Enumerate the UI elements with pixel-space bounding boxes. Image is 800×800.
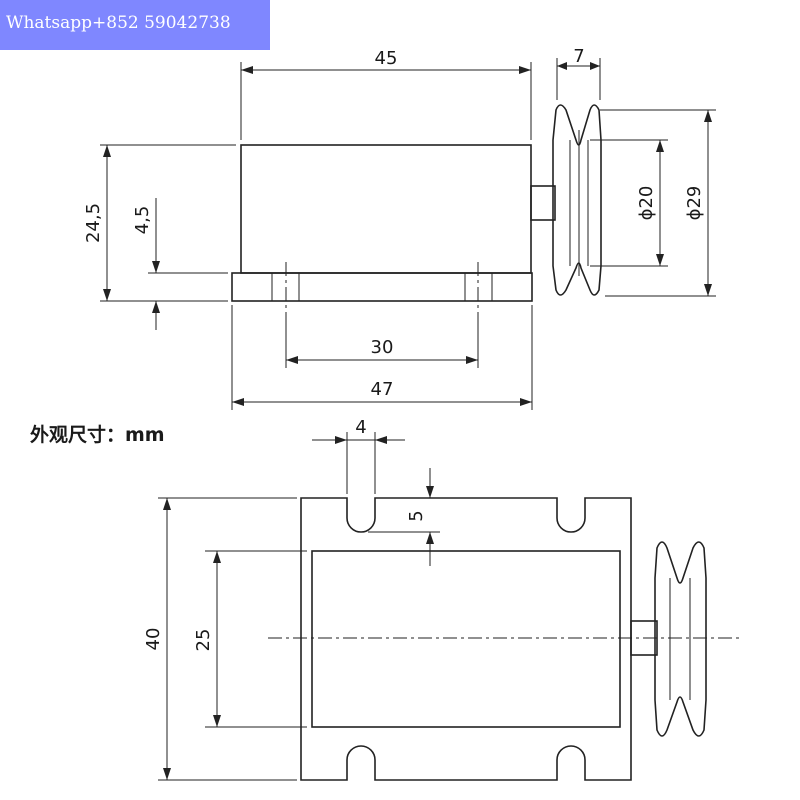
dim-slot-width: 4 [355,417,366,438]
dim-slot-depth: 5 [406,510,427,521]
dim-hole-spacing: 30 [371,337,394,358]
contact-banner: Whatsapp+852 59042738 [0,0,270,50]
pulley-plan [654,541,707,737]
base-plate-plan [300,497,632,781]
base-plate [231,272,533,302]
pulley-side [552,104,602,296]
motor-body-plan [311,550,621,728]
side-view-dimensions: 45 7 24,5 4,5 ϕ20 ϕ29 [83,46,716,410]
dim-body-width: 25 [193,629,214,652]
motor-body [240,144,532,274]
plan-view [268,497,740,781]
dim-outer-diameter: ϕ29 [684,186,705,221]
dim-total-height: 24,5 [83,203,104,243]
dim-total-width: 40 [143,628,164,651]
dim-top-width: 45 [375,48,398,69]
dim-pulley-width: 7 [573,46,584,67]
mounting-holes-side [271,262,493,312]
dim-base-thickness: 4,5 [132,206,153,235]
dim-inner-diameter: ϕ20 [636,186,657,221]
dim-base-length: 47 [371,379,394,400]
shaft-plan [630,620,658,656]
unit-caption: 外观尺寸：mm [30,424,165,446]
shaft-side [530,185,556,221]
side-view [231,104,602,312]
plan-view-dimensions: 4 5 25 40 [143,417,440,781]
